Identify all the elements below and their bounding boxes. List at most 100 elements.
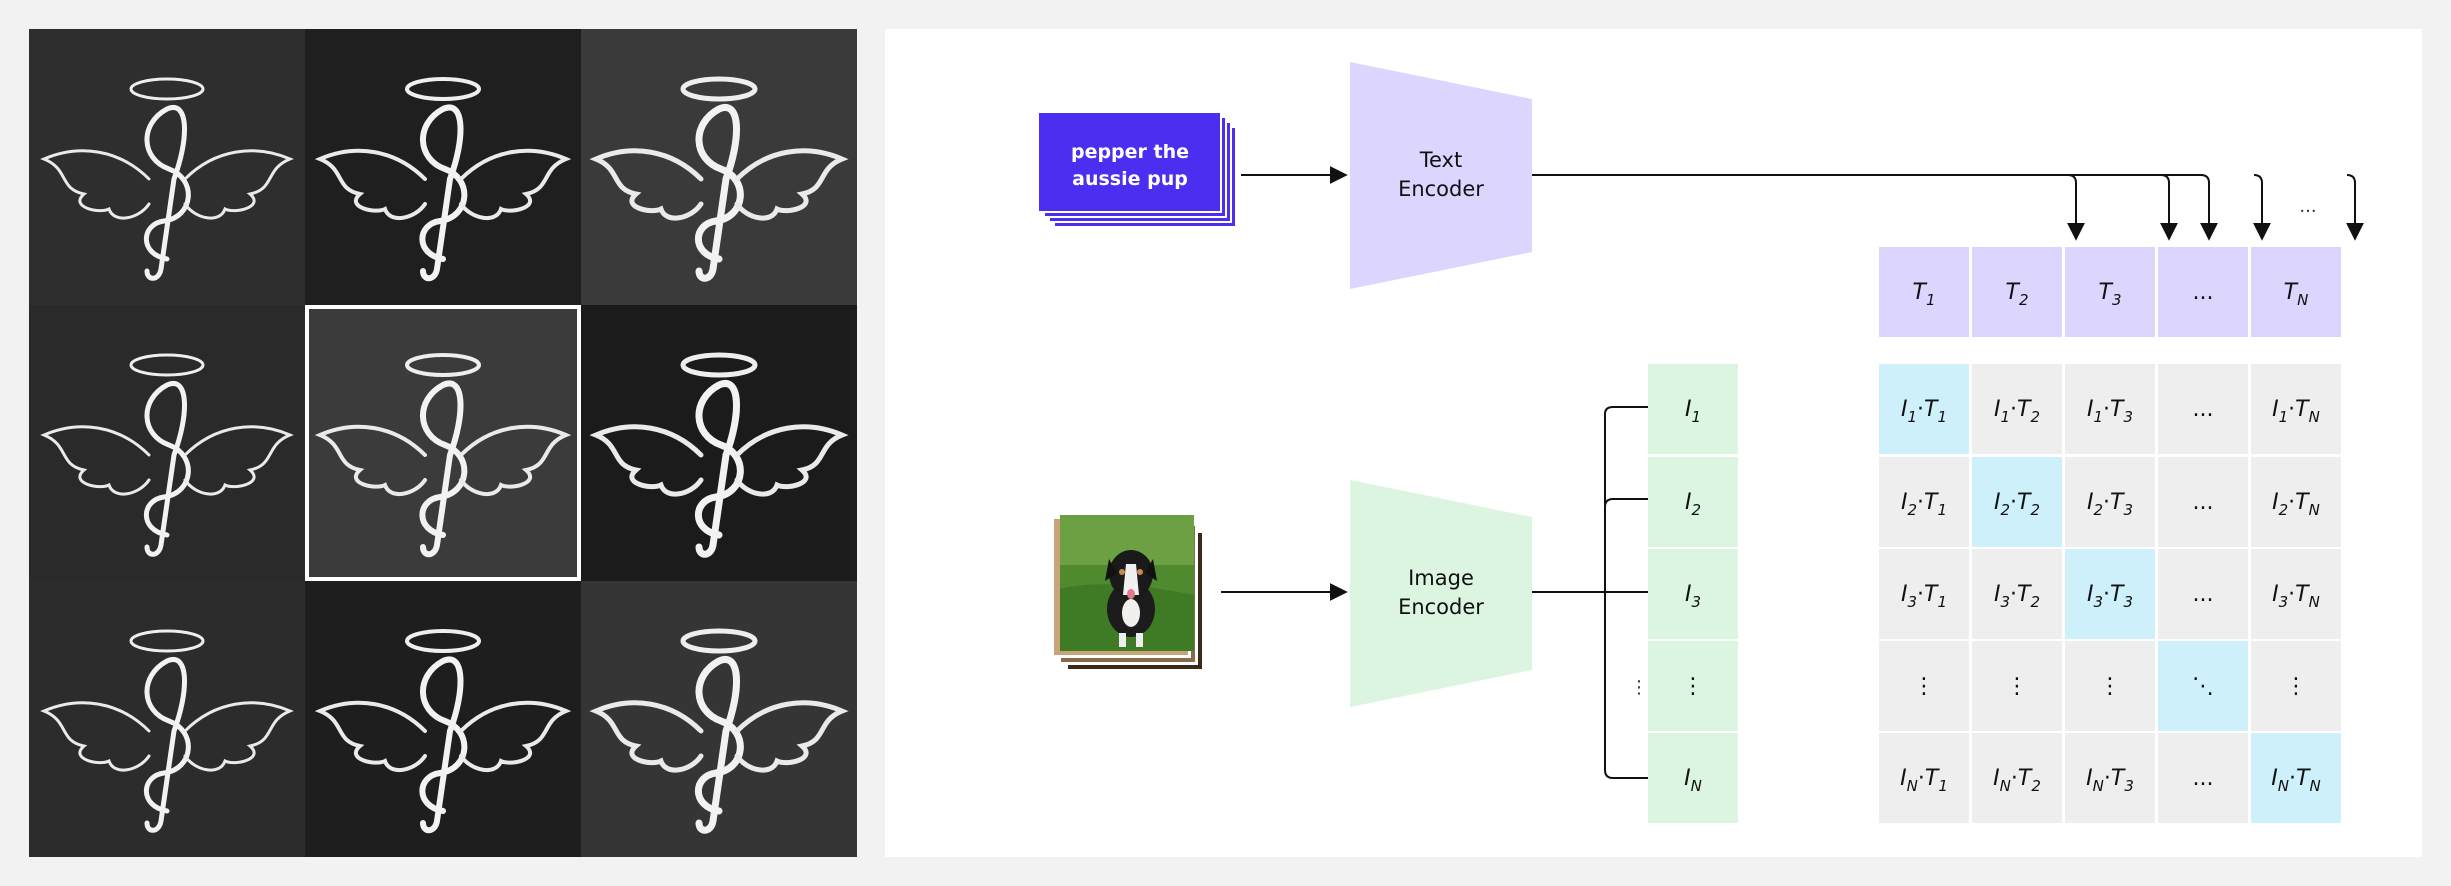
matrix-cell-label: I2​·T1​	[1901, 490, 1947, 519]
matrix-cell-diagonal	[1879, 364, 1969, 454]
matrix-cell-label: I1​·T2​	[1994, 397, 2040, 426]
matrix-cell-label: ...	[2193, 766, 2214, 791]
image-embedding-cell	[1648, 733, 1738, 823]
matrix-cell-label: I2​·TN​	[2272, 490, 2320, 519]
text-embedding-arrows: ...	[1532, 174, 2364, 241]
matrix-cell-label: IN​·T1​	[1900, 766, 1948, 795]
chalkboard-sketch-tile	[581, 305, 857, 581]
text-embedding-label: TN​	[2284, 280, 2309, 309]
image-encoder-label-line2: Encoder	[1398, 595, 1484, 619]
text-embedding-label: T2​	[2006, 280, 2029, 309]
matrix-cell	[1972, 733, 2062, 823]
matrix-cell	[2158, 549, 2248, 639]
matrix-cell-diagonal	[1972, 457, 2062, 547]
matrix-cell-label: I3​·T1​	[1901, 582, 1947, 611]
matrix-cell-label: I1​·T1​	[1901, 397, 1947, 426]
text-embedding-row: T1​ T2​ T3​... TN​	[1879, 247, 2341, 337]
matrix-cell-diagonal	[2065, 549, 2155, 639]
matrix-cell-label: I1​·T3​	[2087, 397, 2133, 426]
matrix-cell	[1879, 733, 1969, 823]
text-embedding-label: T1​	[1913, 280, 1936, 309]
chalkboard-sketch-tile	[581, 29, 857, 305]
matrix-cell	[1879, 457, 1969, 547]
text-encoder: Text Encoder	[1350, 62, 1532, 289]
chalkboard-sketch-tile	[29, 581, 305, 857]
chalkboard-image-grid	[29, 29, 857, 857]
image-encoder-label-line1: Image	[1408, 566, 1474, 590]
image-embedding-cell	[1648, 641, 1738, 731]
image-embeddings-vertical-ellipsis: ⋮	[1630, 677, 1648, 698]
matrix-cell	[2251, 364, 2341, 454]
matrix-cell	[2065, 733, 2155, 823]
matrix-cell-label: ...	[2193, 490, 2214, 515]
chalkboard-sketch-tile	[305, 581, 581, 857]
image-input-stack	[1054, 515, 1202, 669]
matrix-cell-diagonal	[2251, 733, 2341, 823]
text-embedding-cell	[1972, 247, 2062, 337]
clip-diagram-panel: pepper the aussie pup Text Encoder	[885, 29, 2422, 857]
text-embeddings-ellipsis: ...	[2299, 196, 2316, 217]
image-embedding-label: I1​	[1685, 397, 1701, 426]
matrix-cell-label: I2​·T3​	[2087, 490, 2133, 519]
chalkboard-sketch-tile	[305, 29, 581, 305]
matrix-cell-label: ⋮	[2099, 674, 2121, 699]
image-embedding-cell	[1648, 364, 1738, 454]
matrix-cell	[2251, 549, 2341, 639]
matrix-cell	[2065, 457, 2155, 547]
image-embedding-label: IN​	[1684, 766, 1702, 795]
text-encoder-label-line1: Text	[1419, 148, 1462, 172]
matrix-cell-label: ⋮	[2006, 674, 2028, 699]
matrix-cell	[2065, 641, 2155, 731]
chalkboard-sketch-tile	[29, 29, 305, 305]
matrix-cell-label: IN​·TN​	[2271, 766, 2320, 795]
matrix-cell-label: ...	[2193, 397, 2214, 422]
chalkboard-sketch-tile	[305, 305, 581, 581]
image-encoder: Image Encoder	[1350, 480, 1532, 707]
chalkboard-sketch-tile	[29, 305, 305, 581]
matrix-cell-label: I1​·TN​	[2272, 397, 2320, 426]
image-embedding-label: I3​	[1685, 582, 1701, 611]
matrix-cell-label: IN​·T3​	[2086, 766, 2134, 795]
text-embedding-label: T3​	[2099, 280, 2122, 309]
matrix-cell-label: ⋱	[2192, 674, 2214, 699]
image-embedding-label: ⋮	[1682, 674, 1704, 699]
matrix-cell-label: ...	[2193, 582, 2214, 607]
text-embedding-cell	[2251, 247, 2341, 337]
text-input-card	[1037, 111, 1222, 213]
matrix-cell-label: ⋮	[1913, 674, 1935, 699]
text-embedding-cell	[1879, 247, 1969, 337]
matrix-cell-label: ⋮	[2285, 674, 2307, 699]
matrix-cell	[2158, 364, 2248, 454]
image-embedding-label: I2​	[1685, 490, 1701, 519]
text-embedding-label: ...	[2193, 280, 2214, 305]
text-input-stack: pepper the aussie pup	[1037, 111, 1237, 228]
image-embedding-cell	[1648, 457, 1738, 547]
matrix-cell-label: I2​·T2​	[1994, 490, 2040, 519]
matrix-cell	[2158, 733, 2248, 823]
matrix-cell	[1972, 549, 2062, 639]
image-embedding-column: I1​ I2​ I3​ ⋮ IN​	[1648, 364, 1738, 823]
matrix-cell	[2251, 641, 2341, 731]
matrix-cell	[1972, 364, 2062, 454]
puppy-photo	[1060, 515, 1194, 651]
matrix-cell	[2065, 364, 2155, 454]
matrix-cell	[1879, 549, 1969, 639]
chalkboard-sketch-tile	[581, 581, 857, 857]
matrix-cell	[2251, 457, 2341, 547]
text-input-caption-line2: aussie pup	[1072, 168, 1188, 190]
matrix-cell-label: I3​·T2​	[1994, 582, 2040, 611]
matrix-cell	[2158, 457, 2248, 547]
matrix-cell-label: I3​·TN​	[2272, 582, 2320, 611]
text-encoder-label-line2: Encoder	[1398, 177, 1484, 201]
clip-diagram: pepper the aussie pup Text Encoder	[1037, 62, 2364, 823]
text-embedding-cell	[2158, 247, 2248, 337]
text-embedding-cell	[2065, 247, 2155, 337]
matrix-cell-label: I3​·T3​	[2087, 582, 2133, 611]
matrix-cell-label: IN​·T2​	[1993, 766, 2041, 795]
image-embedding-cell	[1648, 549, 1738, 639]
text-input-caption-line1: pepper the	[1071, 141, 1189, 163]
matrix-cell	[1972, 641, 2062, 731]
matrix-cell	[1879, 641, 1969, 731]
similarity-matrix: I1​·T1​ I1​·T2​ I1​·T3​... I1​·TN​ I2​·T1​ I2…	[1879, 364, 2341, 823]
matrix-cell-diagonal	[2158, 641, 2248, 731]
